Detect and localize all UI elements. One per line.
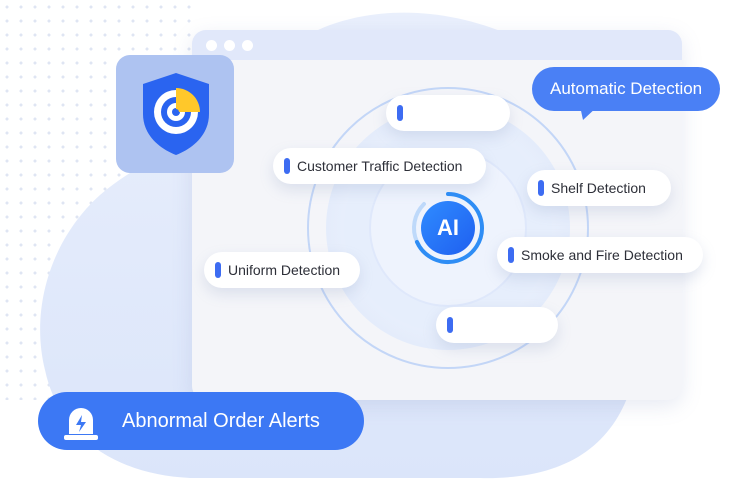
ai-badge: [412, 192, 484, 264]
detection-tag-placeholder[interactable]: [386, 95, 510, 131]
detection-tag-uniform[interactable]: Uniform Detection: [204, 252, 360, 288]
automatic-detection-callout: Automatic Detection: [532, 67, 721, 111]
detection-tag-placeholder[interactable]: [436, 307, 558, 343]
detection-label: Shelf Detection: [551, 180, 646, 196]
callout-tail: [580, 106, 598, 120]
detection-marker: [215, 262, 221, 278]
window-title-bar: [192, 30, 682, 60]
callout-label: Automatic Detection: [550, 79, 703, 98]
alert-label: Abnormal Order Alerts: [122, 409, 320, 432]
detection-label: Smoke and Fire Detection: [521, 247, 683, 263]
detection-marker: [397, 105, 403, 121]
detection-marker: [508, 247, 514, 263]
detection-marker: [447, 317, 453, 333]
window-dot: [224, 40, 235, 51]
detection-tag-customer-traffic[interactable]: Customer Traffic Detection: [273, 148, 486, 184]
detection-label: Uniform Detection: [228, 262, 341, 278]
ai-label: AI: [437, 215, 459, 240]
window-dot: [206, 40, 217, 51]
detection-tag-smoke-fire[interactable]: Smoke and Fire Detection: [497, 237, 703, 273]
window-dot: [242, 40, 253, 51]
alarm-light-icon: [64, 408, 98, 440]
shield-radar-icon: [143, 73, 209, 155]
detection-tag-shelf[interactable]: Shelf Detection: [527, 170, 671, 206]
detection-marker: [284, 158, 290, 174]
detection-marker: [538, 180, 544, 196]
detection-label: Customer Traffic Detection: [297, 158, 463, 174]
